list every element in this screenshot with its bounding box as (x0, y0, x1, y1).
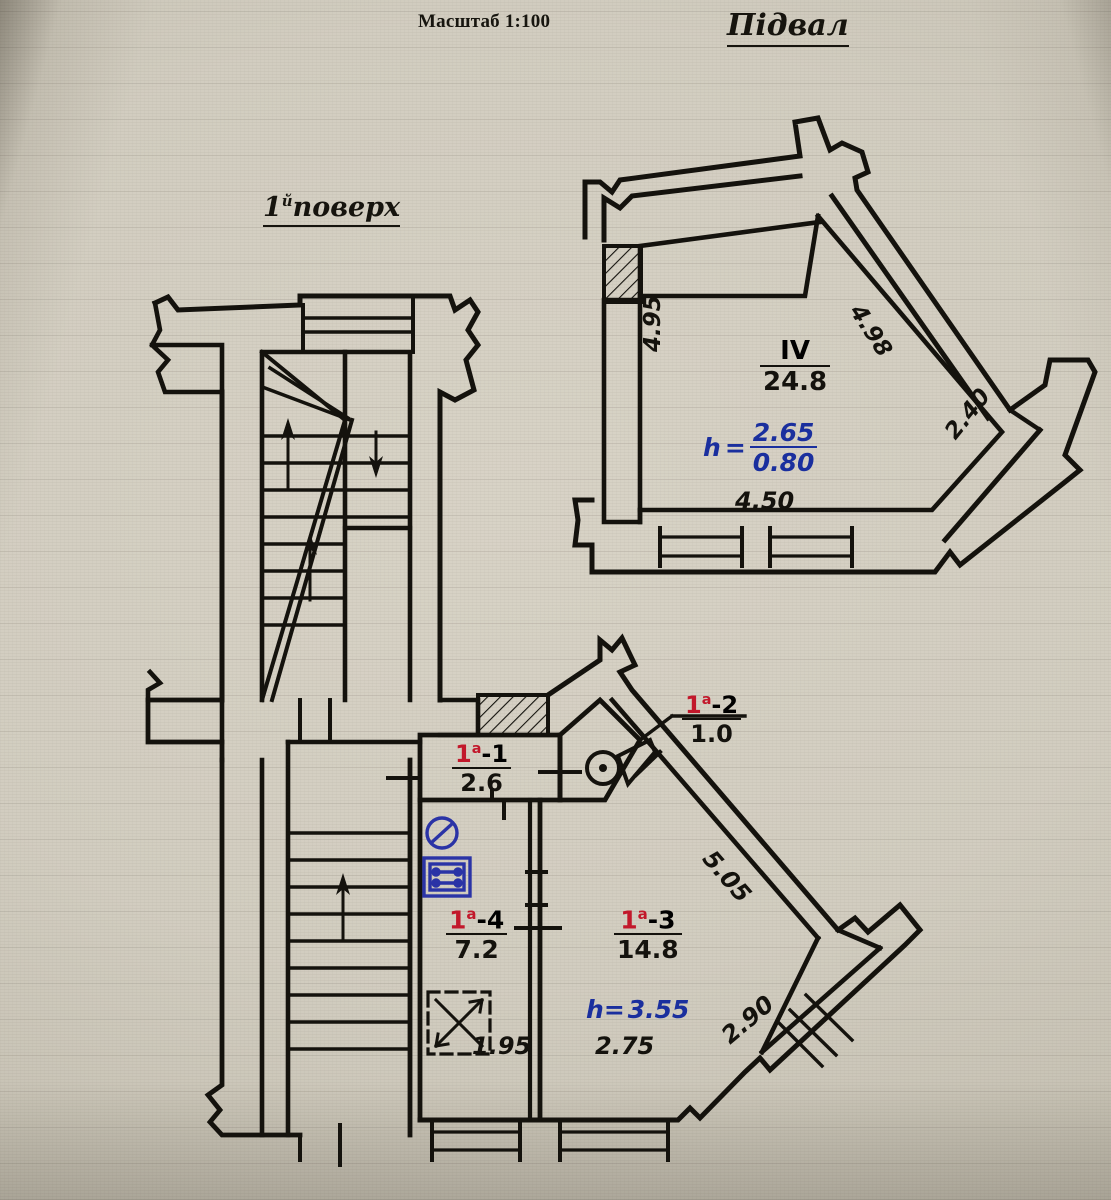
floor1-height-value: 3.55 (627, 995, 690, 1024)
basement-dim-left-wall: 4.95 (640, 295, 666, 352)
first-floor-word: поверх (292, 192, 401, 223)
first-floor-index: 1 (263, 192, 282, 223)
room-1a-4-num: 1 (449, 905, 467, 935)
electrical-panel-icon (422, 856, 472, 898)
floor1-height-eq: = (603, 995, 625, 1024)
basement-room-id: IV (780, 336, 810, 366)
room-1a-1-id: 1а-1 (452, 742, 511, 767)
room-1a-3-num: 1 (620, 905, 638, 935)
basement-plan (572, 115, 1098, 575)
room-label-1a-1: 1а-1 2.6 (452, 742, 512, 795)
room-1a-3-tail: -3 (647, 905, 676, 935)
room-1a-4-tail: -4 (476, 905, 505, 935)
room-1a-3-sup: а (637, 905, 648, 923)
stair-arrow-down (369, 430, 383, 478)
stair2-arrow-up (336, 873, 350, 942)
room-1a-4-id: 1а-4 (446, 907, 507, 933)
basement-title: Підвал (727, 8, 849, 47)
first-floor-plan (145, 293, 924, 1167)
room-1a-1-area: 2.6 (452, 767, 512, 795)
room-label-1a-3: 1а-3 14.8 (614, 907, 682, 962)
stair-arrow-up-bottom (303, 533, 317, 602)
basement-height-num: 2.65 (752, 418, 815, 447)
basement-room-label: IV 24.8 (760, 336, 831, 395)
room-1a-1-tail: -1 (481, 740, 509, 768)
room-1a-3-id: 1а-3 (614, 907, 682, 933)
room-1a-2-sup: а (701, 692, 712, 708)
stair-arrow-up-top (281, 418, 295, 492)
floor1-height-h: h (586, 995, 604, 1024)
basement-height-h: h (703, 433, 721, 462)
room-1a-1-sup: а (471, 741, 482, 757)
room-label-1a-2: 1а-2 1.0 (682, 693, 742, 746)
floor1-dim-room4-bottom: 1.95 (472, 1032, 532, 1060)
first-floor-index-suffix: й (281, 192, 293, 210)
room-1a-2-id: 1а-2 (682, 693, 741, 718)
room-1a-2-tail: -2 (711, 691, 739, 719)
stove-icon (426, 990, 492, 1056)
washbasin-icon (425, 816, 459, 850)
room-1a-1-num: 1 (455, 740, 472, 768)
basement-room-area: 24.8 (760, 365, 831, 395)
floor1-height-label: h = 3.55 (586, 995, 689, 1024)
blue-fixtures (422, 816, 472, 898)
room-1a-4-sup: а (466, 905, 477, 923)
floor1-dim-room3-bottom: 2.75 (595, 1032, 655, 1060)
basement-height-den: 0.80 (749, 446, 818, 475)
scale-title: Масштаб 1:100 (418, 11, 551, 32)
room-1a-2-num: 1 (685, 691, 702, 719)
basement-dim-bottom-wall: 4.50 (735, 487, 795, 515)
room-label-1a-4: 1а-4 7.2 (446, 907, 508, 962)
room-1a-4-area: 7.2 (446, 933, 508, 962)
room-1a-3-area: 14.8 (614, 933, 682, 962)
first-floor-title: 1йповерх (263, 192, 401, 227)
room-1a-2-area: 1.0 (682, 718, 742, 746)
basement-height-eq: = (724, 433, 746, 462)
basement-height-label: h = 2.65 0.80 (703, 418, 818, 475)
